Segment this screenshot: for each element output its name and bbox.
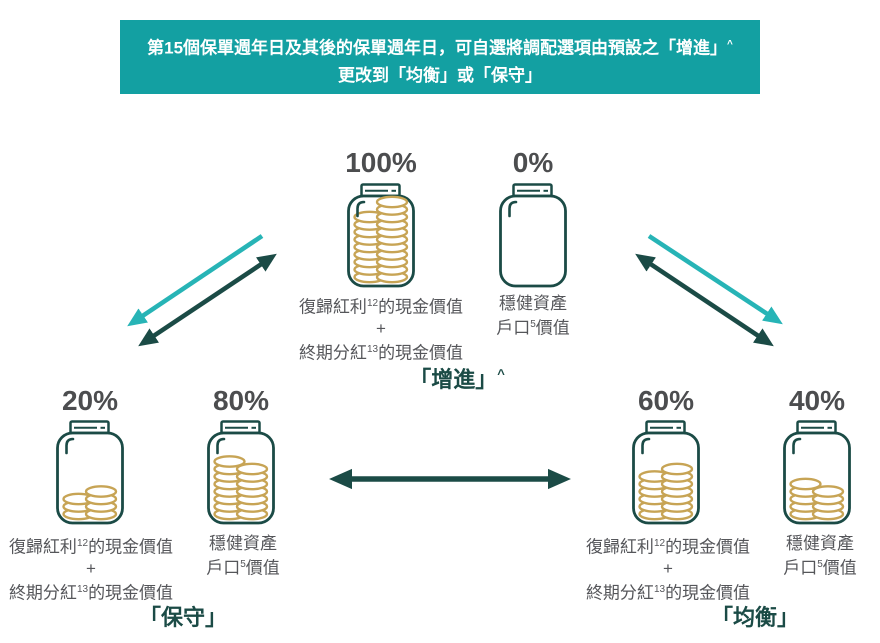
header-banner: 第15個保單週年日及其後的保單週年日，可自選將調配選項由預設之「增進」^ 更改到… xyxy=(120,20,760,94)
header-line2: 更改到「均衡」或「保守」 xyxy=(338,65,542,85)
jar-dividend-enhance-icon xyxy=(347,183,415,288)
group-name-balanced: 「均衡」 xyxy=(710,605,799,630)
group-name-enhance: 「增進」^ xyxy=(409,366,505,392)
jar-stable-balanced-icon xyxy=(783,420,851,525)
pct-dividend-enhance: 100% xyxy=(345,147,417,178)
label-dividend-balanced: 復歸紅利12的現金價值 + 終期分紅13的現金價值 xyxy=(585,537,751,603)
jar-dividend-balanced-icon xyxy=(632,420,700,525)
label-stable-conservative: 穩健資產 戶口5價值 xyxy=(206,534,280,578)
label-stable-balanced: 穩健資產 戶口5價值 xyxy=(783,534,857,578)
pct-dividend-conservative: 20% xyxy=(61,385,119,416)
arrow-enhance-to-balanced-icon xyxy=(635,234,783,347)
pct-dividend-balanced: 60% xyxy=(637,385,695,416)
pct-stable-conservative: 80% xyxy=(212,385,270,416)
pct-stable-balanced: 40% xyxy=(788,385,846,416)
jar-stable-conservative-icon xyxy=(207,420,275,525)
jar-dividend-conservative-icon xyxy=(56,420,124,525)
pct-stable-enhance: 0% xyxy=(512,147,554,178)
header-line1: 第15個保單週年日及其後的保單週年日，可自選將調配選項由預設之「增進」^ xyxy=(147,38,733,58)
label-dividend-enhance: 復歸紅利12的現金價值 + 終期分紅13的現金價值 xyxy=(298,297,464,363)
jar-stable-enhance-icon xyxy=(499,183,567,288)
group-name-conservative: 「保守」 xyxy=(138,605,227,630)
arrow-enhance-to-conservative-icon xyxy=(127,234,277,347)
label-stable-enhance: 穩健資產 戶口5價值 xyxy=(496,294,570,338)
label-dividend-conservative: 復歸紅利12的現金價值 + 終期分紅13的現金價值 xyxy=(8,537,174,603)
arrow-conservative-balanced-icon xyxy=(329,468,571,490)
